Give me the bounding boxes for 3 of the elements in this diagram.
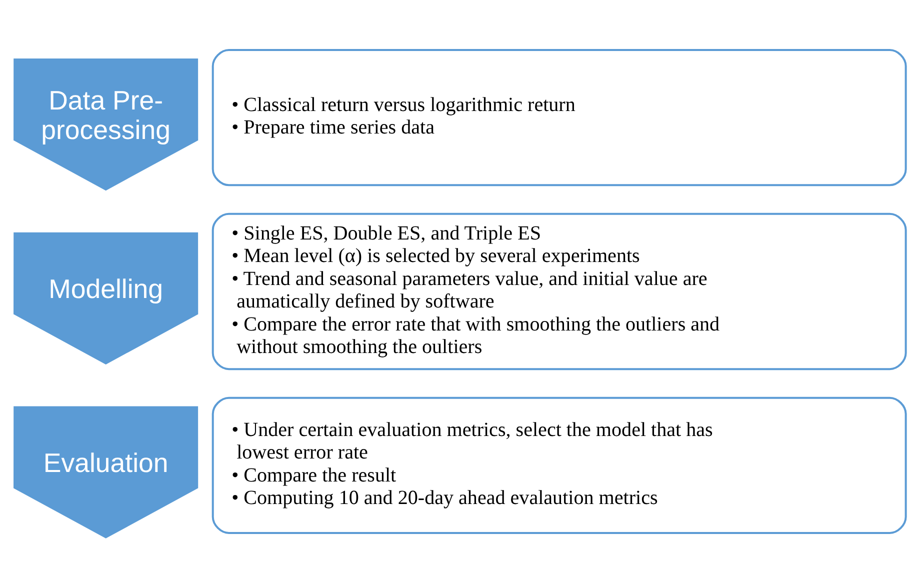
node-box: • Single ES, Double ES, and Triple ES • Mean level (α) is selected by several experiments • Trend and seasonal parameters value, and initial value are aumatically defined by software • Compare the error rate that with smoothing the outliers and without smoothing the oultiers [212, 212, 907, 370]
node-box: • Classical return versus logarithmic return • Prepare time series data [212, 49, 907, 186]
node-box: • Under certain evaluation metrics, select the model that has lowest error rate • Compare the result • Computing 10 and 20-day ahead evalaution metrics [212, 396, 907, 534]
